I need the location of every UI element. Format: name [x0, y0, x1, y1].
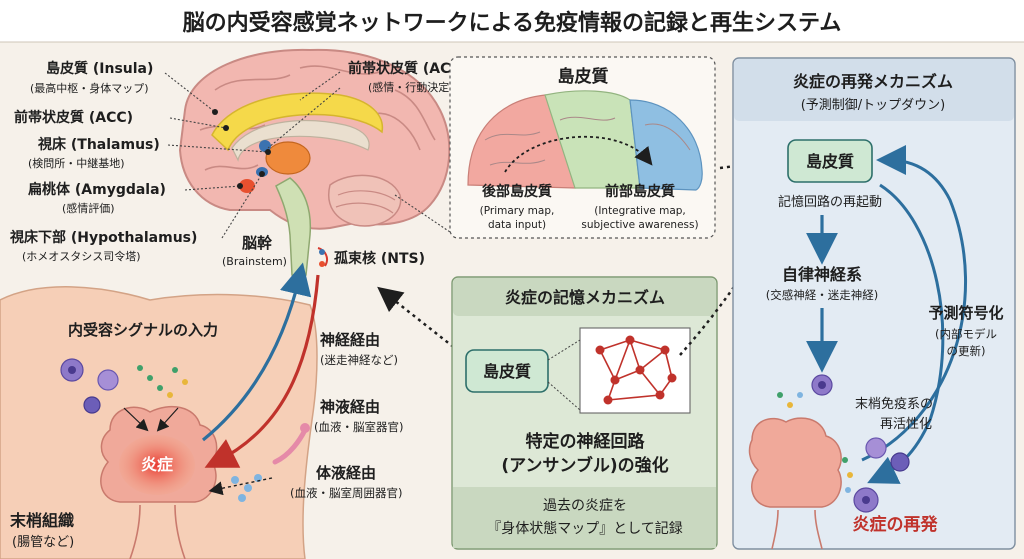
acc-label-top: 前帯状皮質 (ACC)	[348, 60, 467, 77]
relapse-insula-label: 島皮質	[806, 152, 854, 171]
brainstem-label: 脳幹	[242, 234, 273, 252]
amygdala-region	[239, 179, 255, 193]
posterior-insula-label: 後部島皮質	[482, 183, 552, 200]
predictive-sublabel-2: の更新)	[947, 344, 986, 358]
ans-sublabel: (交感神経・迷走神経)	[766, 288, 878, 302]
insula-lobes	[467, 90, 703, 191]
amygdala-sublabel: (感情評価)	[62, 201, 115, 215]
anterior-insula-sub2: subjective awareness)	[581, 219, 698, 231]
reactivation-label: 記憶回路の再起動	[778, 194, 882, 210]
nerve-route-sublabel: (迷走神経など)	[320, 353, 398, 367]
record-label-1: 過去の炎症を	[543, 498, 627, 514]
inflammation-label: 炎症	[141, 455, 173, 474]
acc-region	[211, 92, 384, 152]
memory-panel-title: 炎症の記憶メカニズム	[505, 288, 665, 307]
insula-label: 島皮質 (Insula)	[46, 60, 153, 77]
insula-panel-title: 島皮質	[558, 66, 609, 87]
thalamus-region	[265, 141, 311, 175]
memory-record-footer	[453, 487, 716, 548]
relapse-panel-header	[734, 59, 1014, 121]
anterior-insula-label: 前部島皮質	[605, 183, 675, 200]
title-bar	[0, 0, 1024, 42]
peripheral-tissue-label: 末梢組織	[10, 511, 74, 530]
neural-ensemble-network	[599, 339, 673, 401]
brainstem-sublabel: (Brainstem)	[222, 255, 287, 268]
memory-panel-header	[453, 278, 716, 316]
brain-illustration	[178, 48, 451, 276]
relapse-gut-illustration	[748, 374, 910, 550]
record-label-2: 『身体状態マップ』として記録	[487, 520, 683, 537]
memory-insula-badge	[465, 349, 549, 393]
page-title: 脳の内受容感覚ネットワークによる免疫情報の記録と再生システム	[183, 10, 842, 36]
predictive-loop-outer	[861, 145, 968, 462]
circuit-label-1: 特定の神経回路	[526, 431, 646, 452]
circuit-label-2: (アンサンブル)の強化	[501, 455, 668, 476]
nerve-route-label: 神経経由	[320, 331, 380, 349]
bodily-fluid-route-sublabel: (血液・脳室周囲器官)	[290, 486, 402, 500]
acc-sublabel-top: (感情・行動決定)	[368, 80, 454, 94]
predictive-label: 予測符号化	[928, 304, 1003, 322]
relapse-insula-badge	[787, 139, 873, 183]
relapse-panel-subtitle: (予測制御/トップダウン)	[801, 98, 946, 113]
anterior-insula-sub1: (Integrative map,	[594, 205, 686, 217]
thalamus-label: 視床 (Thalamus)	[37, 136, 160, 153]
humoral-route-label: 神液経由	[320, 398, 380, 416]
inflammation-spot	[119, 435, 195, 495]
immune-reactivation-label-2: 再活性化	[880, 417, 932, 432]
ans-label: 自律神経系	[782, 265, 862, 284]
nerve-pathway-arrow	[204, 274, 320, 468]
body-illustration	[0, 286, 318, 559]
humoral-route-sublabel: (血液・脳室器官)	[314, 420, 403, 434]
insula-sublabel: (最高中枢・身体マップ)	[30, 81, 149, 95]
relapse-label: 炎症の再発	[853, 514, 939, 535]
acc-label-left: 前帯状皮質 (ACC)	[14, 109, 133, 126]
posterior-insula-sub2: data input)	[488, 219, 546, 231]
brain-leader-lines	[164, 71, 341, 239]
thalamus-sublabel: (検問所・中継基地)	[28, 156, 125, 170]
nts-label: 孤束核 (NTS)	[334, 250, 425, 267]
predictive-sublabel-1: (内部モデル	[935, 327, 997, 341]
memory-insula-label: 島皮質	[483, 362, 531, 381]
immune-reactivation-label-1: 末梢免疫系の	[855, 396, 933, 412]
amygdala-label: 扁桃体 (Amygdala)	[28, 181, 166, 198]
interoceptive-input-arrow	[201, 262, 312, 442]
interoceptive-input-label: 内受容シグナルの入力	[68, 321, 218, 339]
relapse-panel-title: 炎症の再発メカニズム	[793, 72, 953, 91]
bodily-fluid-route-label: 体液経由	[316, 464, 376, 482]
hypothalamus-sublabel: (ホメオスタシス司令塔)	[22, 249, 141, 263]
hypothalamus-label: 視床下部 (Hypothalamus)	[9, 229, 197, 246]
peripheral-tissue-sublabel: (腸管など)	[12, 535, 74, 550]
posterior-insula-sub1: (Primary map,	[480, 205, 555, 217]
